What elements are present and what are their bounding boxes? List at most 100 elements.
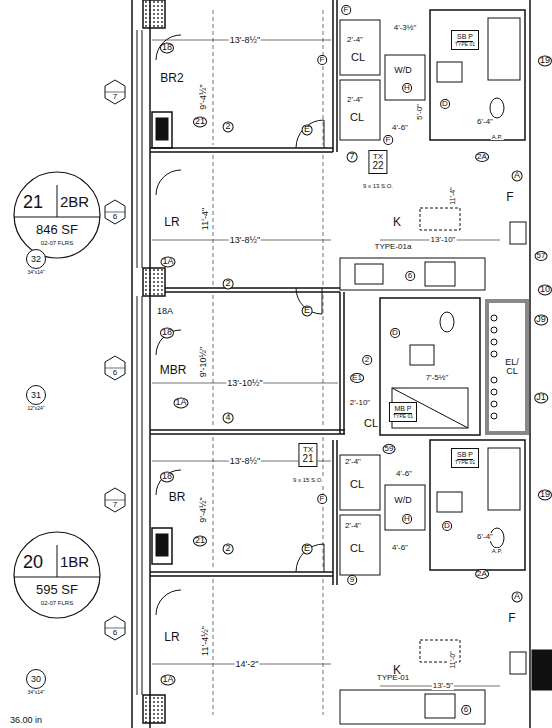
room-name: BR	[168, 491, 187, 503]
unit-area: 595 SF	[13, 583, 101, 596]
equipment-type: TYPE 01	[455, 460, 475, 465]
callout-number: 7	[347, 151, 358, 162]
tag-outline	[104, 79, 126, 105]
callout-number: A	[512, 591, 523, 602]
equipment-box: TX22	[368, 150, 387, 174]
callout-number: 1A	[160, 256, 175, 267]
room-name: CL	[349, 543, 365, 554]
room-name: F	[505, 191, 514, 203]
callout-number: 9	[347, 575, 357, 585]
unit-area: 846 SF	[13, 223, 101, 236]
unit-type: 2BR	[60, 194, 89, 209]
equipment-box: MB PTYPE 01	[389, 402, 417, 422]
closet-label: EL/ CL	[502, 358, 522, 376]
dimension-text: 4'-3½"	[393, 24, 418, 32]
dimension-text: 13'-8½"	[229, 457, 261, 466]
opening-tag: 3112"x24"	[26, 385, 46, 411]
callout-number: 10	[538, 284, 552, 295]
dimension-text: 2'-10"	[349, 399, 371, 407]
window-tag: 7	[104, 487, 126, 513]
opening-size: 12"x24"	[27, 406, 44, 411]
tag-number: 30	[26, 669, 46, 689]
equipment-code: TX	[303, 446, 313, 454]
room-name: F	[507, 612, 516, 624]
dimension-text: A.P.	[491, 134, 504, 140]
room-name: CL	[363, 418, 379, 429]
callout-number: 59	[383, 444, 396, 454]
callout-number: E1	[350, 373, 364, 383]
dimension-text: 13'-10½"	[226, 379, 263, 388]
window-tag: 7	[104, 79, 126, 105]
room-name: BR2	[159, 72, 184, 84]
equipment-type: 22	[372, 161, 383, 171]
dimension-text: 11'-4"	[201, 207, 210, 231]
dimension-text: W/D	[393, 66, 413, 75]
tag-number: 7	[104, 93, 126, 101]
callout-number: 18	[160, 471, 174, 482]
window-tag: 6	[104, 355, 126, 381]
callout-number: H	[402, 83, 412, 93]
equipment-box: SB PTYPE 01	[451, 30, 479, 50]
opening-size: 34"x14"	[27, 690, 44, 695]
callout-number: D	[442, 521, 452, 531]
callout-number: 2	[223, 121, 234, 132]
callout-number: 18	[160, 327, 174, 338]
unit-tag: 212BR846 SF02-07 FLRS	[13, 171, 101, 259]
callout-number: 2A	[475, 152, 489, 162]
dimension-text: TYPE-01	[376, 674, 410, 682]
callout-number: E	[302, 124, 313, 135]
callout-number: E	[302, 543, 313, 554]
callout-number: 1A	[160, 674, 175, 685]
callout-number: 57	[535, 251, 548, 261]
callout-number: A	[512, 170, 523, 181]
equipment-box: SB PTYPE 01	[451, 448, 479, 468]
callout-number: 2	[223, 278, 234, 289]
tag-number: 6	[104, 629, 126, 637]
dimension-text: 4'-6"	[395, 470, 413, 478]
room-name: CL	[350, 52, 366, 63]
floor-range: 02-07 FLRS	[13, 600, 101, 606]
equipment-type: 21	[302, 454, 313, 464]
dimension-text: W/D	[393, 496, 413, 505]
dimension-text: 5'-0"	[416, 103, 424, 121]
equipment-code: TX	[373, 153, 383, 161]
tag-outline	[104, 355, 126, 381]
dimension-text: 9'-10½"	[199, 346, 208, 378]
window-tag: 6	[104, 199, 126, 225]
unit-type: 1BR	[60, 554, 89, 569]
equipment-type: TYPE 01	[393, 414, 413, 419]
callout-number: 2	[223, 543, 234, 554]
callout-number: 6	[461, 705, 471, 715]
dimension-text: 13'-5"	[432, 682, 454, 690]
callout-number: F	[317, 55, 327, 65]
callout-number: D	[440, 99, 450, 109]
equipment-box: TX21	[298, 443, 317, 467]
callout-number: F	[341, 5, 351, 15]
dimension-text: 9'-4½"	[199, 496, 208, 523]
callout-number: 1A	[173, 397, 188, 408]
dimension-text: A.P.	[491, 548, 504, 554]
room-name: LR	[163, 216, 180, 228]
dimension-text: 13'-8½"	[229, 236, 261, 245]
dimension-text: 6'-4"	[476, 118, 494, 126]
unit-tag: 20 1BR 595 SF 02-07 FLRS	[13, 531, 101, 619]
callout-number: H	[402, 514, 412, 524]
room-name: K	[392, 216, 402, 228]
unit-number: 20	[23, 553, 43, 571]
tag-outline	[104, 615, 126, 641]
room-name: CL	[349, 479, 365, 490]
tag-number: 32	[26, 249, 46, 269]
callout-number: 2A	[475, 569, 489, 579]
unit-number: 21	[23, 193, 43, 211]
opening-size: 34"x14"	[27, 270, 44, 275]
callout-number: 4	[223, 412, 234, 423]
dimension-text: 2'-4"	[346, 36, 364, 44]
equipment-code: SB P	[457, 33, 473, 42]
callout-number: 2	[362, 355, 372, 365]
callout-number: 19	[538, 489, 552, 500]
dimension-text: 11'-0"	[449, 650, 456, 669]
callout-number: J1	[534, 392, 548, 403]
dimension-text: 2'-4"	[344, 522, 362, 530]
tag-number: 7	[104, 501, 126, 509]
